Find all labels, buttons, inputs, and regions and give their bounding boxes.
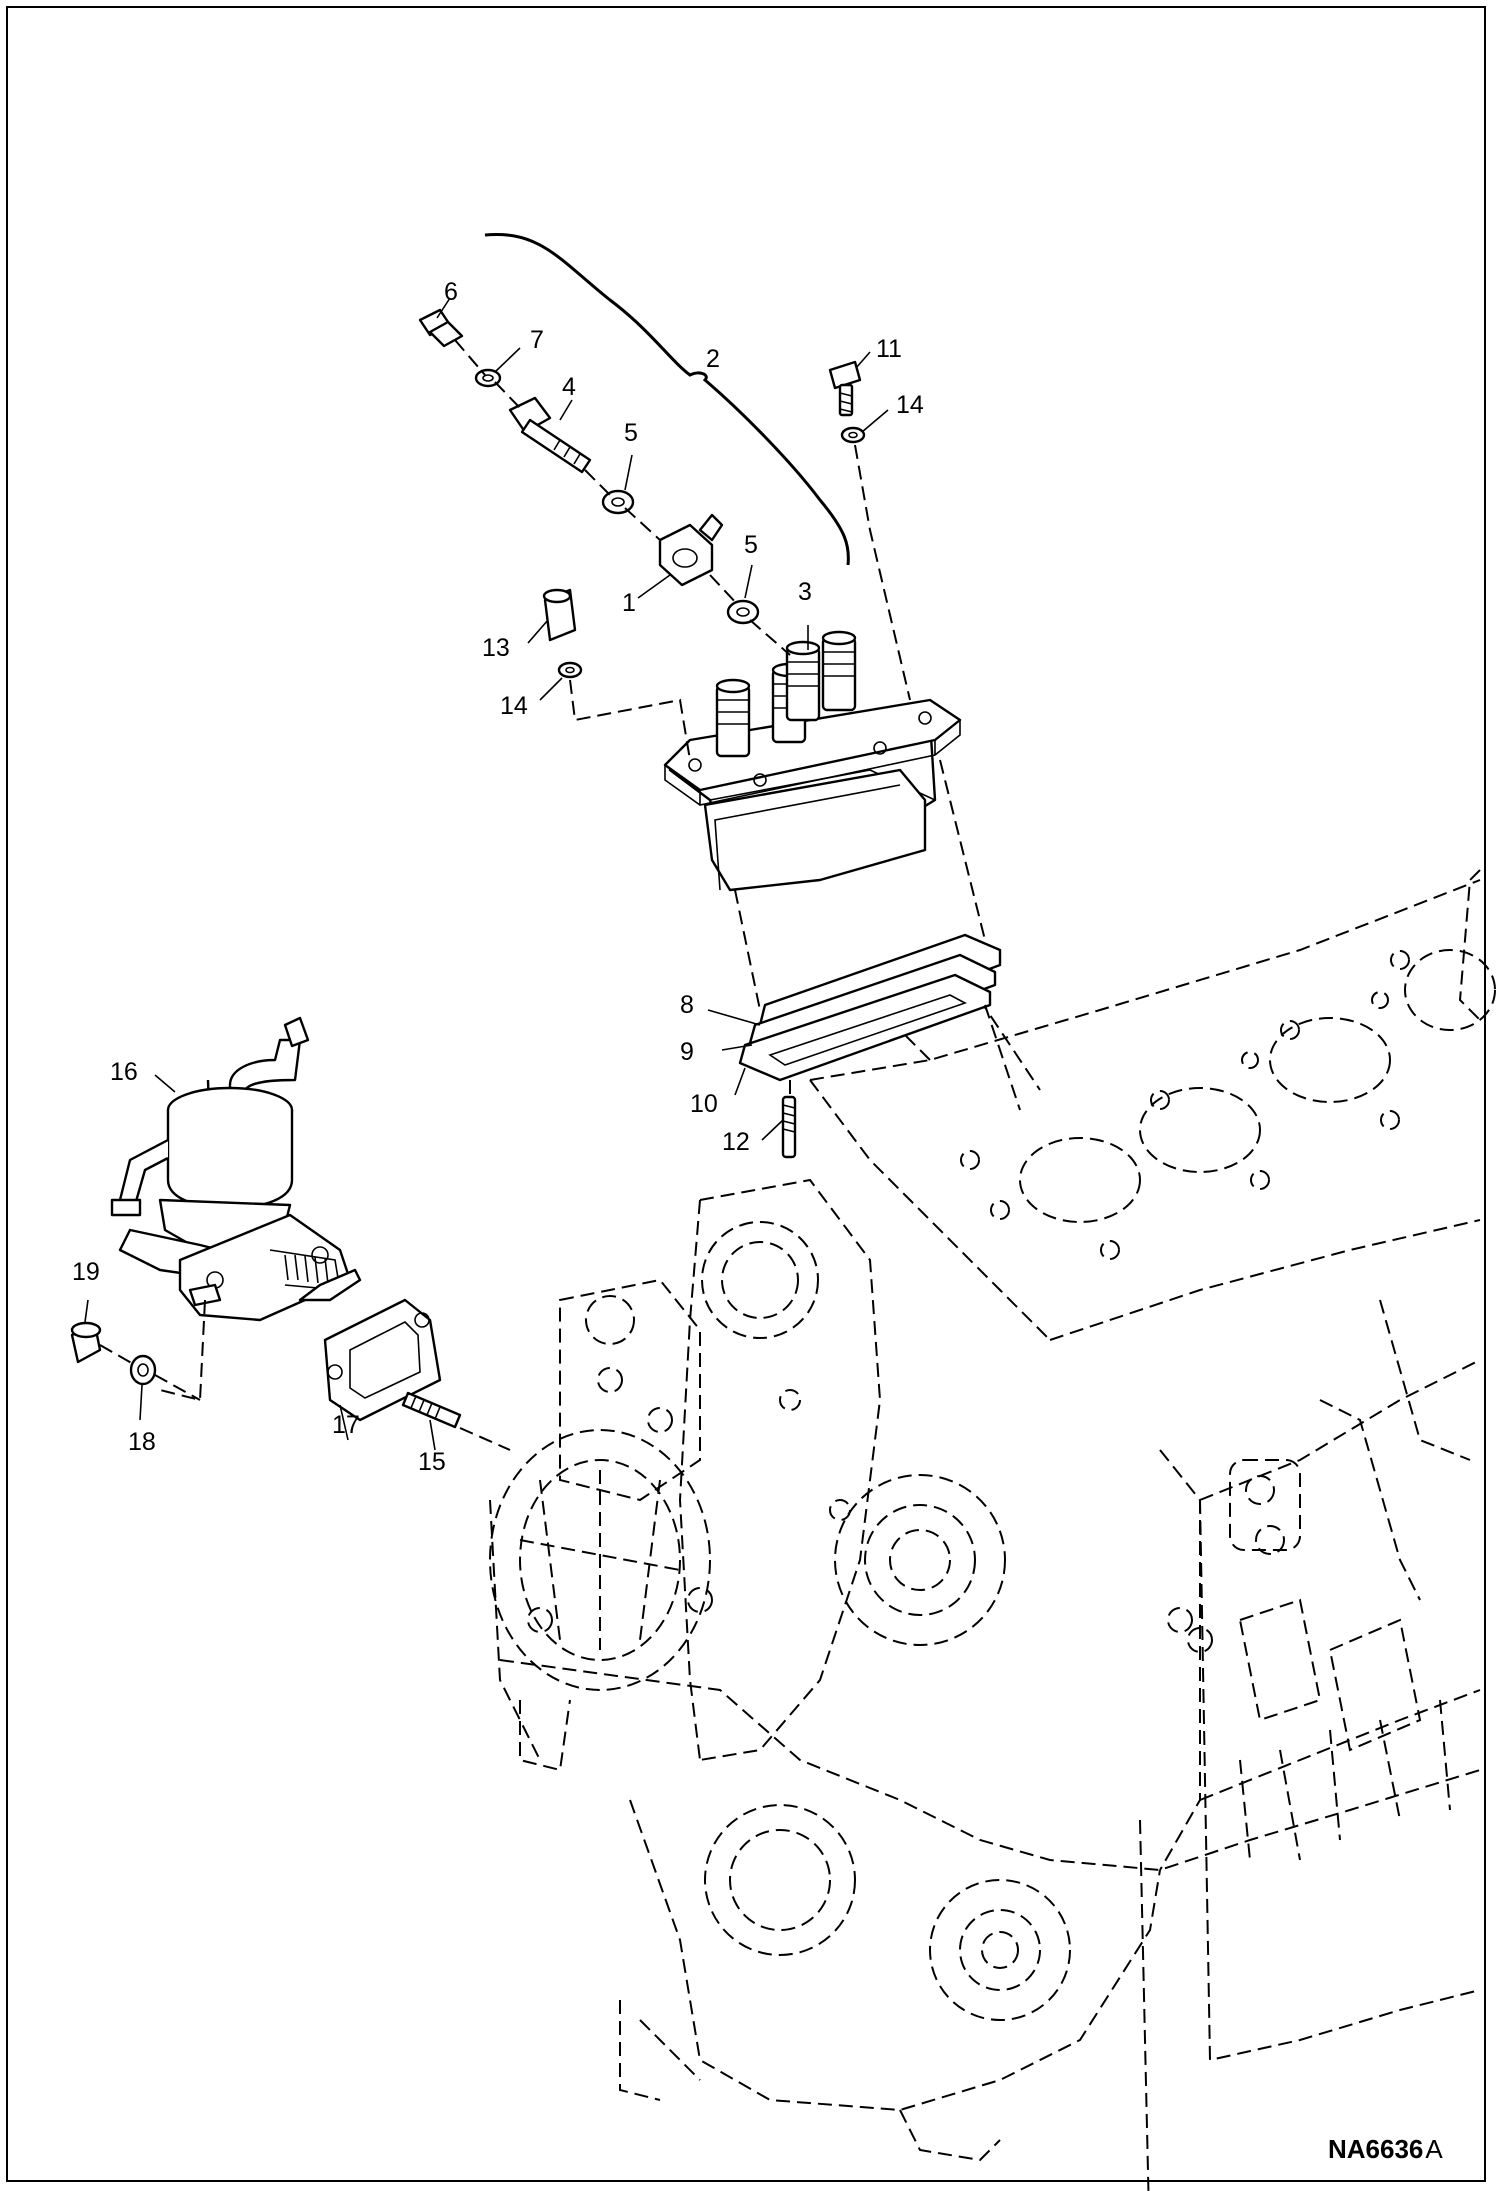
callout-3: 3 — [798, 578, 812, 606]
callout-7: 7 — [530, 326, 544, 354]
callout-9: 9 — [680, 1038, 694, 1066]
stud-15 — [401, 1391, 462, 1429]
gaskets — [738, 933, 1002, 1082]
washer-18 — [129, 1354, 157, 1386]
fuel-lift-pump — [110, 1016, 362, 1322]
callout-10: 10 — [690, 1090, 718, 1118]
diagram-frame — [6, 6, 1486, 2182]
leader-lines — [84, 297, 889, 1451]
callout-14-lower: 14 — [500, 692, 528, 720]
group-brace-2 — [484, 232, 850, 566]
callout-4: 4 — [562, 373, 576, 401]
callout-17: 17 — [332, 1411, 360, 1439]
engine-block — [489, 869, 1496, 2191]
callout-19: 19 — [72, 1258, 100, 1286]
injection-pump — [663, 630, 962, 892]
callout-14-upper: 14 — [896, 391, 924, 419]
callout-5-upper: 5 — [624, 419, 638, 447]
callout-8: 8 — [680, 991, 694, 1019]
callout-13: 13 — [482, 634, 510, 662]
callout-5-lower: 5 — [744, 531, 758, 559]
callout-12: 12 — [722, 1128, 750, 1156]
callout-1: 1 — [622, 589, 636, 617]
cap-13 — [542, 588, 583, 679]
callout-labels: 6 2 7 11 4 14 5 5 3 1 13 14 8 9 10 12 16… — [72, 278, 924, 1476]
callout-11: 11 — [876, 335, 902, 363]
callout-2: 2 — [706, 345, 720, 373]
bolt-11 — [828, 360, 866, 444]
gasket-17 — [323, 1298, 442, 1422]
callout-16: 16 — [110, 1058, 138, 1086]
callout-18: 18 — [128, 1428, 156, 1456]
figure-id: NA6636A — [1328, 2134, 1443, 2164]
nut-19 — [70, 1321, 102, 1364]
stud-12 — [781, 1095, 797, 1159]
callout-6: 6 — [444, 278, 458, 306]
callout-15: 15 — [418, 1448, 446, 1476]
banjo-assembly — [418, 308, 760, 625]
assembly-lines — [99, 339, 1021, 1451]
